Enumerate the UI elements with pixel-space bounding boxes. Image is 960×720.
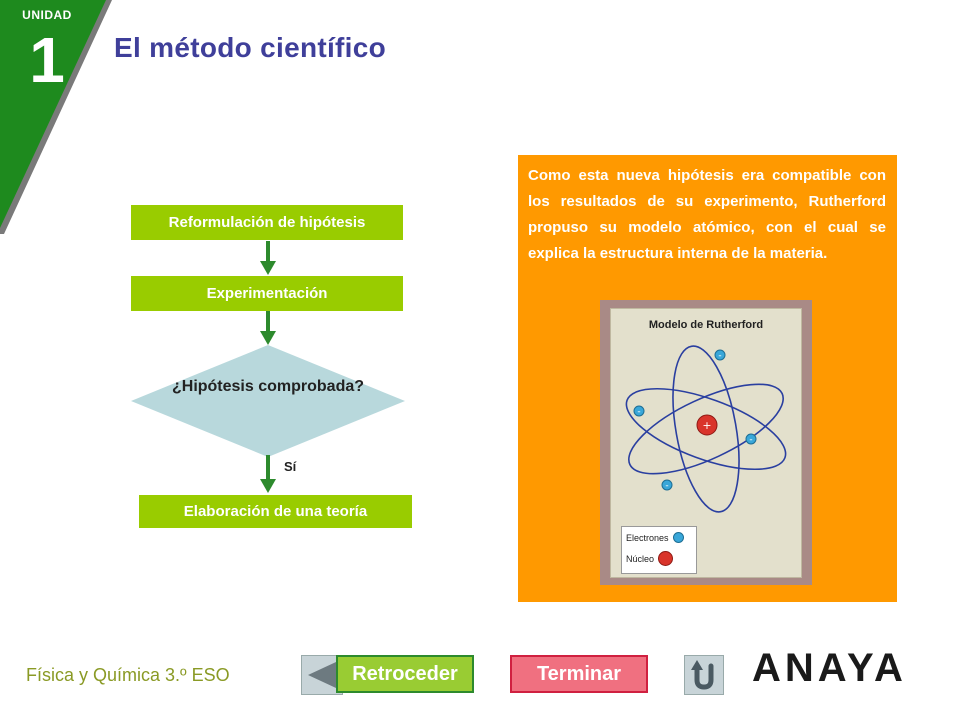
u-turn-arrow-icon	[691, 660, 714, 690]
electron-icon: -	[745, 433, 757, 445]
page-title: El método científico	[114, 32, 387, 63]
svg-text:-: -	[637, 407, 640, 417]
flow-step-experimentation: Experimentación	[131, 276, 403, 311]
svg-text:-: -	[749, 435, 752, 445]
end-button[interactable]: Terminar	[510, 655, 648, 693]
unit-badge: UNIDAD 1	[0, 0, 118, 240]
info-panel: Como esta nueva hipótesis era compatible…	[518, 155, 897, 602]
footer-subject: Física y Química 3.º ESO	[26, 665, 230, 685]
legend-nucleus-label: Núcleo	[626, 553, 655, 564]
legend-nucleus: Núcleo	[626, 551, 674, 566]
figure-legend: Electrones Núcleo	[621, 526, 697, 574]
decision-diamond	[131, 345, 405, 457]
left-triangle-icon	[308, 662, 336, 688]
svg-text:-: -	[665, 481, 668, 491]
electron-icon: -	[633, 405, 645, 417]
electron-icon: -	[714, 349, 726, 361]
info-text: Como esta nueva hipótesis era compatible…	[528, 167, 886, 262]
unit-number: 1	[29, 24, 65, 96]
electron-icon	[672, 532, 684, 543]
figure-title: Modelo de Rutherford	[648, 319, 764, 331]
flow-step-theory: Elaboración de una teoría	[139, 495, 412, 528]
flow-step-reformulation: Reformulación de hipótesis	[131, 205, 403, 240]
rutherford-model-figure: Modelo de Rutherford - - -	[600, 300, 812, 585]
back-button[interactable]: Retroceder	[336, 655, 474, 693]
electron-icon: -	[661, 479, 673, 491]
decision-yes-label: Sí	[284, 459, 297, 474]
svg-text:+: +	[702, 419, 711, 432]
down-arrow-icon	[260, 311, 276, 345]
legend-electrons-label: Electrones	[626, 532, 669, 543]
nucleus-icon: +	[696, 414, 718, 436]
legend-electrons: Electrones	[626, 532, 684, 543]
unit-badge-shape	[0, 0, 112, 234]
brand-logo: ANAYA	[752, 646, 907, 690]
nucleus-icon	[658, 551, 674, 566]
return-button[interactable]	[684, 655, 724, 695]
decision-label: ¿Hipótesis comprobada?	[171, 378, 365, 395]
svg-text:-: -	[718, 351, 721, 361]
atom-diagram: - - - - +	[625, 345, 787, 513]
unit-label: UNIDAD	[22, 8, 72, 22]
down-arrow-icon	[260, 455, 276, 493]
rutherford-model-canvas: Modelo de Rutherford - - -	[610, 308, 802, 578]
down-arrow-icon	[260, 241, 276, 275]
